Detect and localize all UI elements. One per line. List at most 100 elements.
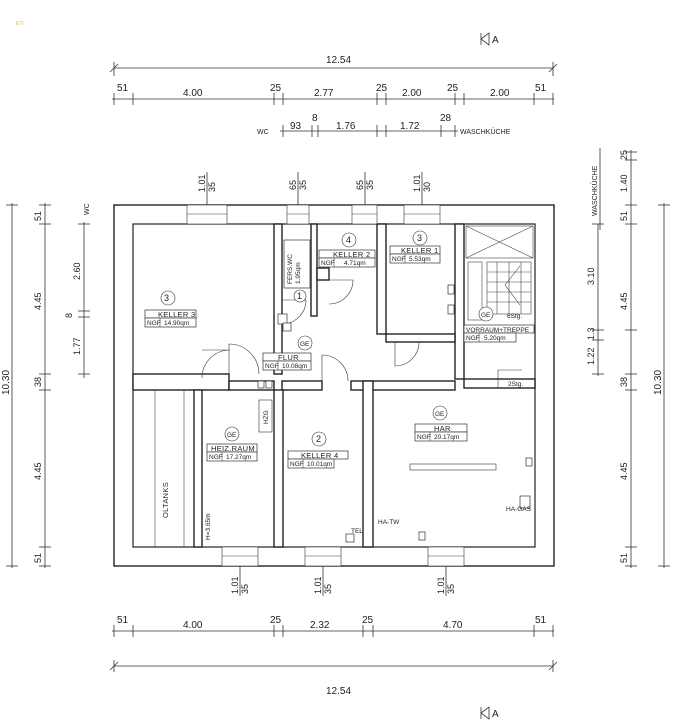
section-label-bottom: A bbox=[492, 709, 499, 720]
dim-top-total: 12.54 bbox=[326, 55, 351, 66]
stair bbox=[447, 225, 534, 321]
win-bot-1-w: 1.01 bbox=[313, 576, 323, 594]
window-dims-top: 1.01 35 65 35 65 35 1.01 30 bbox=[197, 172, 432, 206]
dim-bottom-total: 12.54 bbox=[326, 686, 351, 697]
keller4-tel: TEL bbox=[351, 528, 363, 535]
heizraum-ngf: NGF bbox=[209, 454, 223, 461]
dim-bot-3: 2.32 bbox=[310, 620, 330, 631]
dim-wasch-label: WASCHKÜCHE bbox=[460, 128, 511, 136]
har-number: GE bbox=[435, 411, 445, 418]
keller3-area: 14.90qm bbox=[164, 320, 189, 327]
dimension-left-outer: 10.30 bbox=[1, 203, 18, 568]
keller1-number: 3 bbox=[417, 233, 422, 243]
dim-left-wc-c: 1.77 bbox=[72, 337, 82, 355]
room-flur: GE FLUR NGF 10.08qm bbox=[262, 335, 313, 371]
dim-top-4: 25 bbox=[376, 83, 388, 94]
har-hatw: HA-TW bbox=[378, 519, 400, 526]
dim-bot-6: 51 bbox=[535, 615, 547, 626]
wc-number: 1 bbox=[297, 291, 302, 301]
har-ngf: NGF bbox=[417, 434, 431, 441]
keller2-ngf: NGF bbox=[321, 260, 335, 267]
keller3-ngf: NGF bbox=[147, 320, 161, 327]
flur-number: GE bbox=[300, 341, 310, 348]
dim-top-2: 25 bbox=[270, 83, 282, 94]
dim-left-4: 51 bbox=[33, 553, 43, 563]
dim-right-7: 38 bbox=[619, 377, 629, 387]
dim-left-outer: 10.30 bbox=[1, 370, 12, 395]
dimension-right-inner: 25 1.40 51 3.10 1.3 1.22 4.45 38 4.45 51 bbox=[586, 150, 637, 568]
keller1-ngf: NGF bbox=[392, 256, 406, 263]
dimension-wc-row: WC 93 8 1.76 1.72 28 WASCHKÜCHE bbox=[257, 113, 511, 137]
vorraum-area: 5.20qm bbox=[484, 335, 506, 342]
dim-wc-c: 1.76 bbox=[336, 121, 356, 132]
flur-area: 10.08qm bbox=[282, 363, 307, 370]
dim-bot-2: 25 bbox=[270, 615, 282, 626]
dim-left-1: 4.45 bbox=[33, 292, 43, 310]
heizraum-name: HEIZ.RAUM bbox=[211, 444, 255, 453]
heizraum-number: GE bbox=[227, 432, 237, 439]
dim-right-8: 4.45 bbox=[619, 462, 629, 480]
dim-right-5: 1.22 bbox=[586, 347, 596, 365]
fixtures bbox=[154, 313, 533, 547]
room-vorraum: GE 6Stg. VORRAUM+TREPPE NGF 5.20qm bbox=[463, 306, 535, 343]
dimension-left-inner: 51 4.45 38 4.45 51 bbox=[33, 203, 51, 568]
dim-left-0: 51 bbox=[33, 211, 43, 221]
section-label-top: A bbox=[492, 35, 499, 46]
dim-left-wc-a: 2.60 bbox=[72, 262, 82, 280]
dim-right-9: 51 bbox=[619, 553, 629, 563]
keller2-area: 4.71qm bbox=[344, 260, 366, 267]
win-bot-0-w: 1.01 bbox=[230, 576, 240, 594]
dim-bot-1: 4.00 bbox=[183, 620, 203, 631]
room-keller1: 3 KELLER 1 NGF 5.53qm bbox=[389, 230, 441, 264]
dim-right-4: 1.3 bbox=[586, 327, 596, 340]
win-top-3-h: 30 bbox=[422, 182, 432, 192]
keller3-name: KELLER 3 bbox=[158, 310, 195, 319]
dim-left-wc-b: 8 bbox=[64, 313, 74, 318]
dim-right-3: 3.10 bbox=[586, 267, 596, 285]
dim-right-0: 25 bbox=[619, 150, 629, 160]
dimension-bottom-row: 51 4.00 25 2.32 25 4.70 51 bbox=[112, 615, 554, 637]
hzg-label: HZG bbox=[263, 410, 270, 424]
flur-ngf: NGF bbox=[265, 363, 279, 370]
dim-left-wc-label: WC bbox=[84, 203, 91, 215]
dim-left-2: 38 bbox=[33, 377, 43, 387]
vorraum-number: GE bbox=[481, 312, 491, 319]
win-bot-1-h: 35 bbox=[323, 584, 333, 594]
keller4-name: KELLER 4 bbox=[301, 451, 338, 460]
har-steps: 2Stg. bbox=[508, 381, 523, 388]
dim-top-1: 4.00 bbox=[183, 88, 203, 99]
room-keller4: 2 KELLER 4 NGF 10.01qm TEL bbox=[287, 431, 363, 535]
dim-right-1: 1.40 bbox=[619, 174, 629, 192]
dim-right-wasch-label: WASCHKÜCHE bbox=[591, 165, 599, 216]
dim-wc-label: WC bbox=[257, 129, 269, 136]
vorraum-steps: 6Stg. bbox=[507, 313, 522, 320]
win-top-3-w: 1.01 bbox=[412, 174, 422, 192]
keller4-ngf: NGF bbox=[290, 461, 304, 468]
logo-mark: ETI bbox=[16, 21, 24, 27]
dim-right-outer: 10.30 bbox=[653, 370, 664, 395]
dim-top-7: 2.00 bbox=[490, 88, 510, 99]
dim-left-3: 4.45 bbox=[33, 462, 43, 480]
win-top-0-h: 35 bbox=[207, 182, 217, 192]
dim-top-6: 25 bbox=[447, 83, 459, 94]
keller1-name: KELLER 1 bbox=[401, 246, 438, 255]
dimension-top-row: 51 4.00 25 2.77 25 2.00 25 2.00 51 bbox=[112, 83, 554, 105]
har-area: 20.17qm bbox=[434, 434, 459, 441]
room-har: GE HAR NGF 20.17qm 2Stg. HA-TW HA-GAS bbox=[378, 381, 532, 526]
har-hagas: HA-GAS bbox=[506, 506, 532, 513]
dimension-top-total: 12.54 bbox=[109, 55, 558, 76]
section-marker-top: A bbox=[480, 32, 499, 46]
section-marker-bottom: A bbox=[480, 706, 499, 720]
win-top-2-h: 35 bbox=[365, 180, 375, 190]
doors bbox=[201, 279, 522, 388]
har-name: HAR bbox=[434, 424, 451, 433]
heizraum-height: H=3.65m bbox=[205, 513, 212, 540]
win-bot-0-h: 35 bbox=[240, 584, 250, 594]
wc-name: FERS.WC bbox=[287, 254, 294, 284]
vorraum-ngf: NGF bbox=[466, 335, 480, 342]
dim-top-0: 51 bbox=[117, 83, 129, 94]
wc-area: 1.95qm bbox=[295, 262, 302, 284]
keller4-area: 10.01qm bbox=[307, 461, 332, 468]
dimension-right-outer: 10.30 bbox=[653, 203, 670, 568]
